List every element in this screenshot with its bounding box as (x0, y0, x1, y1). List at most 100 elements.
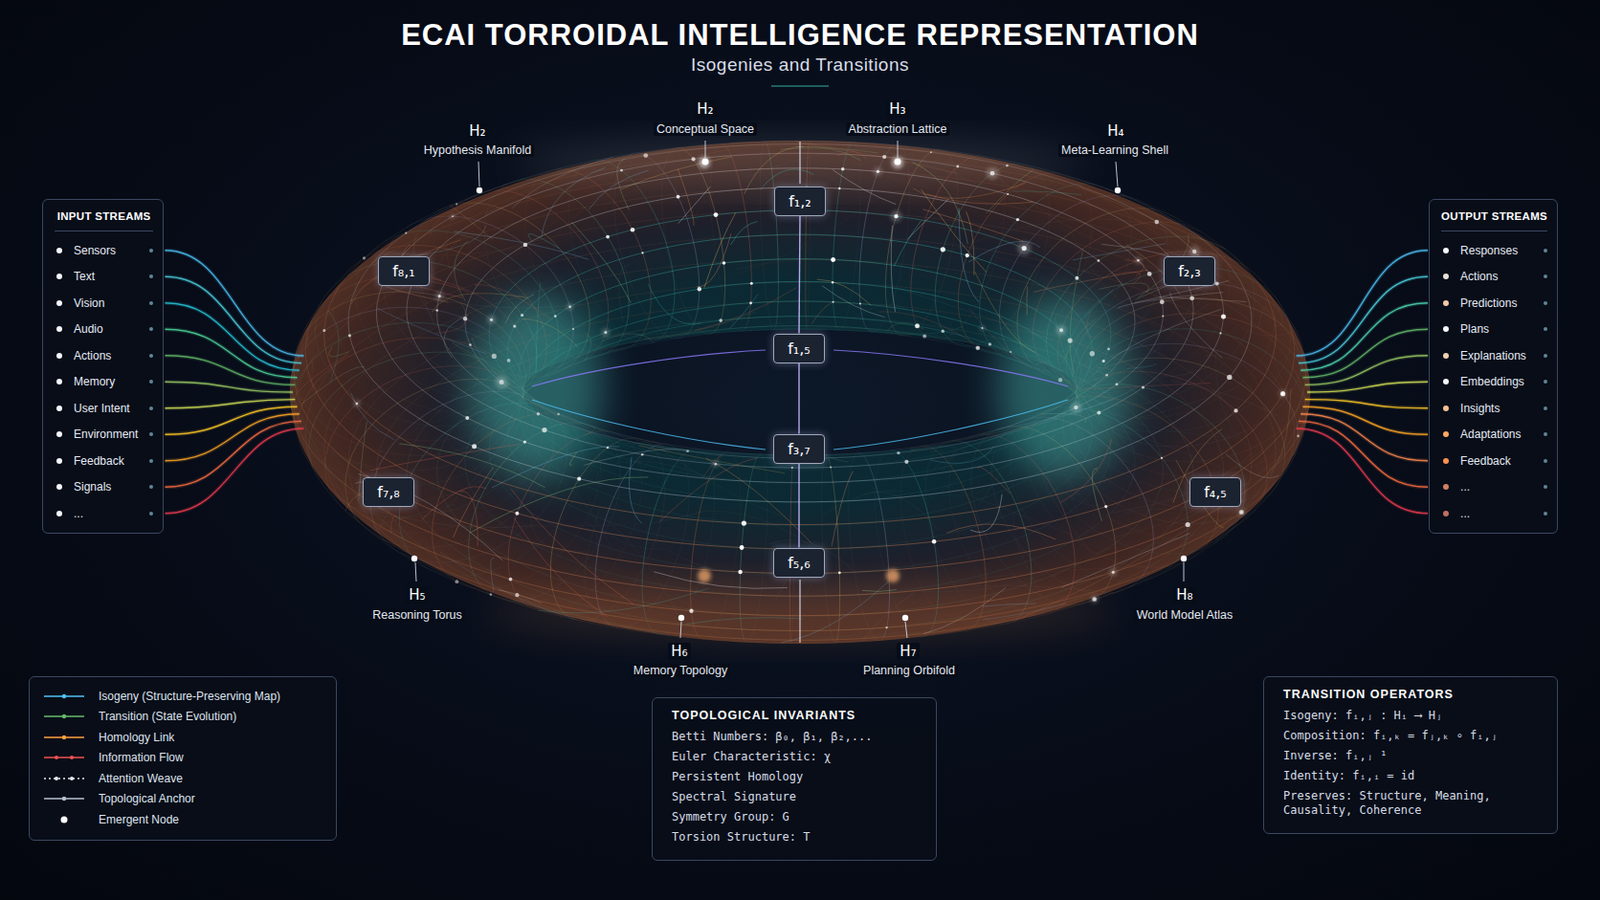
meridian-line (1002, 517, 1016, 540)
parallel-line (864, 623, 928, 629)
parallel-line (1046, 508, 1101, 523)
parallel-line (407, 293, 451, 313)
meridian-line (1036, 531, 1055, 551)
meridian-line (508, 559, 511, 580)
parallel-line (1074, 319, 1120, 335)
parallel-line (629, 316, 661, 326)
meridian-line (1056, 494, 1067, 518)
parallel-line (604, 580, 668, 590)
parallel-line (407, 471, 451, 491)
meridian-line (309, 409, 328, 428)
meridian-line (854, 453, 859, 458)
meridian-line (376, 403, 399, 422)
parallel-line (1031, 361, 1053, 375)
meridian-line (595, 578, 598, 600)
parallel-line (973, 620, 1026, 631)
meridian-line (821, 502, 823, 526)
meridian-line (760, 573, 764, 597)
meridian-line (1265, 375, 1284, 394)
meridian-line (879, 637, 884, 642)
parallel-line (622, 444, 654, 453)
meridian-line (825, 455, 828, 459)
parallel-line (993, 184, 1053, 197)
meridian-line (1029, 551, 1032, 575)
meridian-line (879, 454, 885, 465)
meridian-line (887, 612, 889, 628)
meridian-line (466, 407, 491, 419)
meridian-line (477, 484, 501, 500)
parallel-line (653, 325, 689, 333)
meridian-line (639, 483, 642, 507)
meridian-line (526, 347, 531, 370)
meridian-line (1272, 356, 1291, 376)
meridian-line (828, 458, 832, 468)
meridian-line (466, 460, 490, 474)
meridian-line (936, 588, 938, 609)
parallel-line (1236, 345, 1248, 369)
parallel-line (840, 454, 881, 458)
parallel-line (533, 350, 545, 364)
meridian-line (1093, 593, 1113, 596)
meridian-line (992, 622, 1005, 624)
meridian-line (345, 463, 350, 486)
parallel-line (989, 604, 1048, 617)
meridian-line (438, 473, 467, 483)
meridian-line (1085, 500, 1108, 518)
parallel-line (561, 615, 618, 627)
meridian-line (1103, 476, 1128, 492)
meridian-line (537, 555, 558, 573)
parallel-line (545, 203, 606, 216)
meridian-line (663, 468, 666, 489)
meridian-line (327, 427, 352, 443)
parallel-line (410, 433, 422, 454)
parallel-line (379, 427, 391, 450)
meridian-line (668, 460, 679, 475)
meridian-line (365, 359, 393, 372)
meridian-line (1252, 393, 1270, 413)
torus-wireframe (289, 140, 1311, 645)
meridian-line (1236, 410, 1254, 431)
parallel-line (1220, 448, 1224, 471)
meridian-line (848, 524, 851, 549)
parallel-line (901, 322, 951, 330)
parallel-line (525, 307, 575, 321)
meridian-line (377, 322, 409, 327)
meridian-line (1041, 425, 1045, 446)
parallel-line (1039, 349, 1078, 363)
parallel-line (305, 407, 311, 434)
meridian-line (957, 532, 969, 556)
meridian-line (437, 460, 466, 468)
meridian-line (425, 568, 445, 576)
parallel-line (800, 466, 839, 468)
meridian-line (668, 623, 679, 633)
parallel-line (596, 569, 633, 579)
meridian-line (1093, 435, 1113, 452)
parallel-line (629, 273, 661, 283)
meridian-line (789, 596, 791, 616)
meridian-line (1043, 610, 1057, 616)
parallel-line (1020, 526, 1047, 539)
meridian-line (1162, 313, 1194, 317)
meridian-line (557, 602, 576, 611)
parallel-line (563, 356, 597, 369)
meridian-line (550, 422, 555, 443)
parallel-line (556, 303, 578, 316)
meridian-line (1183, 344, 1214, 351)
meridian-line (1010, 444, 1014, 465)
meridian-line (683, 516, 689, 541)
parallel-line (491, 574, 548, 589)
torus-body (289, 140, 1311, 645)
meridian-line (630, 618, 644, 627)
parallel-line (1163, 514, 1180, 534)
meridian-line (324, 386, 343, 406)
parallel-line (1123, 338, 1133, 356)
meridian-line (1016, 504, 1025, 529)
meridian-line (868, 466, 875, 481)
meridian-line (1106, 507, 1114, 532)
parallel-line (1236, 274, 1248, 298)
meridian-line (1043, 434, 1063, 447)
meridian-line (792, 597, 795, 617)
meridian-line (437, 311, 466, 320)
parallel-line (1267, 423, 1289, 449)
meridian-line (598, 448, 601, 469)
